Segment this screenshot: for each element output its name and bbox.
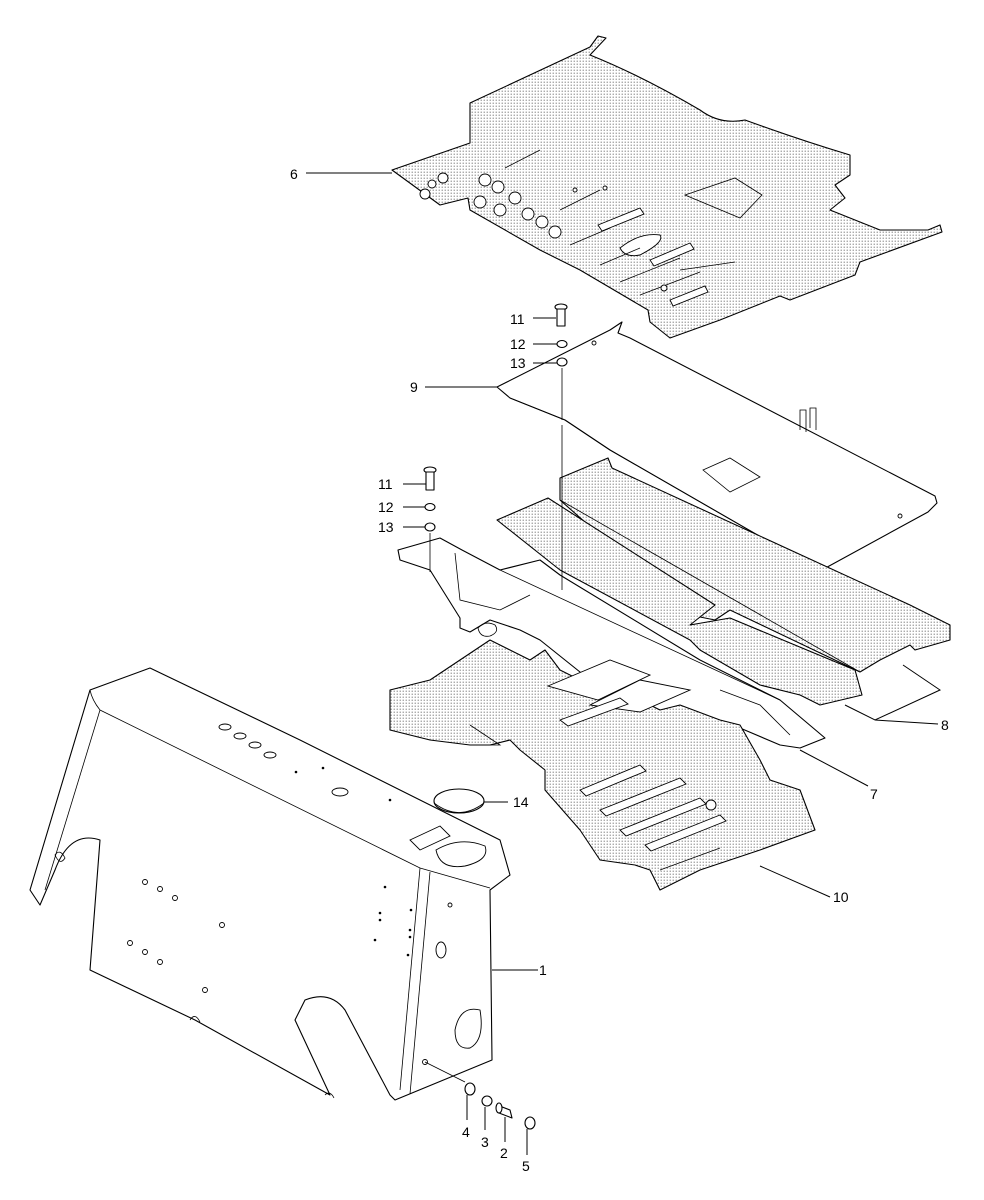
callout-11-lower: 11	[378, 476, 393, 492]
hardware-lower-bolt[interactable]	[423, 466, 437, 572]
part-6-floor-mat[interactable]	[391, 35, 943, 339]
callout-9: 9	[410, 379, 418, 395]
callout-13-upper: 13	[510, 355, 526, 371]
hardware-side-fasteners[interactable]	[424, 1061, 536, 1130]
callout-3: 3	[481, 1134, 489, 1150]
callout-6: 6	[290, 166, 298, 182]
callout-2: 2	[500, 1145, 508, 1161]
callout-13-lower: 13	[378, 519, 394, 535]
part-9-plate[interactable]	[496, 321, 938, 572]
callout-14: 14	[513, 794, 529, 810]
part-10-floor-mat[interactable]	[389, 639, 816, 891]
callout-1: 1	[539, 962, 547, 978]
callout-leaders	[306, 172, 942, 1155]
callout-5: 5	[522, 1158, 530, 1174]
part-7-bracket[interactable]	[397, 537, 826, 749]
part-1-housing[interactable]	[29, 667, 511, 1101]
callout-12-lower: 12	[378, 499, 394, 515]
callout-12-upper: 12	[510, 336, 526, 352]
part-14-plug[interactable]	[433, 788, 485, 814]
callout-8: 8	[941, 717, 949, 733]
callout-7: 7	[870, 786, 878, 802]
hardware-upper-bolt[interactable]	[554, 303, 568, 590]
part-8-mats[interactable]	[496, 457, 951, 706]
callout-labels: 6 11 12 13 9 11 12 13 8 14 7 10 1 4 3 2 …	[290, 166, 949, 1174]
callout-11-upper: 11	[510, 311, 525, 327]
callout-4: 4	[462, 1124, 470, 1140]
callout-10: 10	[833, 889, 849, 905]
